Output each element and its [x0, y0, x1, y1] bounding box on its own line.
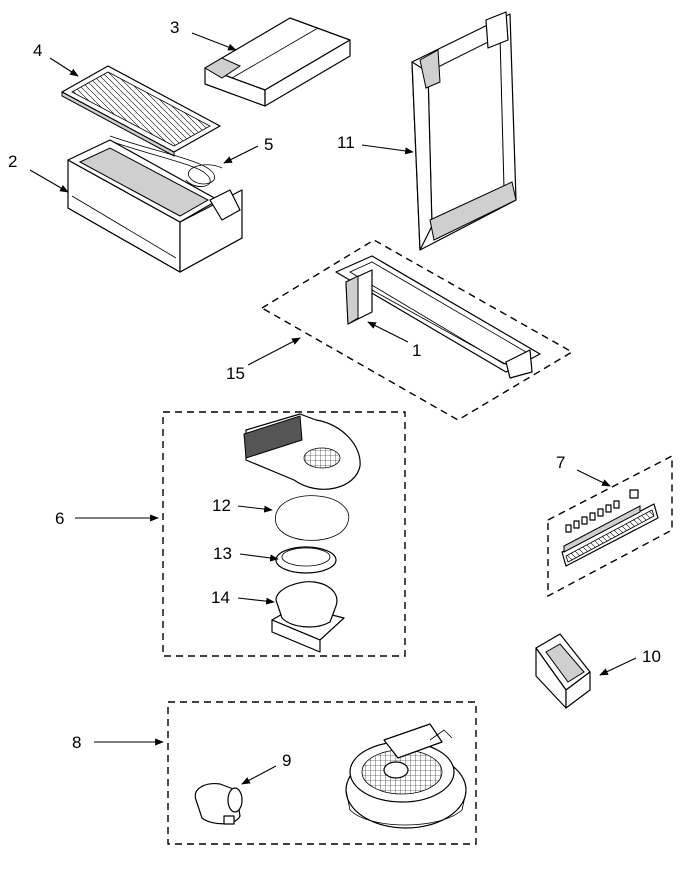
callout-8: 8: [72, 733, 81, 752]
part-13-ring: [275, 546, 337, 574]
callout-6: 6: [55, 509, 64, 528]
part-12-gasket: [275, 495, 350, 541]
callout-14: 14: [211, 588, 230, 607]
group-8-outline: [167, 701, 477, 845]
callout-13: 13: [213, 544, 232, 563]
callout-15: 15: [226, 364, 245, 383]
callout-labels: 1 2 3 4 5 6 7 8 9 10 11 12 13 14 15: [8, 18, 661, 770]
callout-2: 2: [8, 152, 17, 171]
callout-12: 12: [212, 496, 231, 515]
part-6-blower-housing: [243, 413, 361, 490]
callout-9: 9: [282, 751, 291, 770]
control-buttons: [565, 489, 639, 533]
part-4-filter: [61, 65, 221, 157]
part-11-chimney-frame: [411, 11, 517, 251]
part-5-wire-harness: [109, 135, 223, 187]
callout-4: 4: [33, 41, 42, 60]
group-6-outline: [162, 411, 406, 657]
callout-5: 5: [264, 135, 273, 154]
callout-1: 1: [412, 341, 421, 360]
part-2-housing: [67, 139, 243, 273]
part-3-duct-transition: [204, 17, 351, 107]
part-9-capacitor: [194, 783, 243, 825]
callout-7: 7: [556, 453, 565, 472]
callout-3: 3: [170, 18, 179, 37]
callout-11: 11: [337, 133, 355, 152]
part-7-control-panel: [561, 489, 659, 567]
part-14-adapter: [271, 581, 345, 653]
part-1-mounting-bracket: [335, 255, 541, 379]
part-10-light-housing: [535, 633, 591, 709]
group-15-outline: [260, 239, 574, 421]
leader-lines: [29, 32, 637, 785]
callout-10: 10: [642, 647, 661, 666]
part-8-motor: [345, 723, 467, 829]
